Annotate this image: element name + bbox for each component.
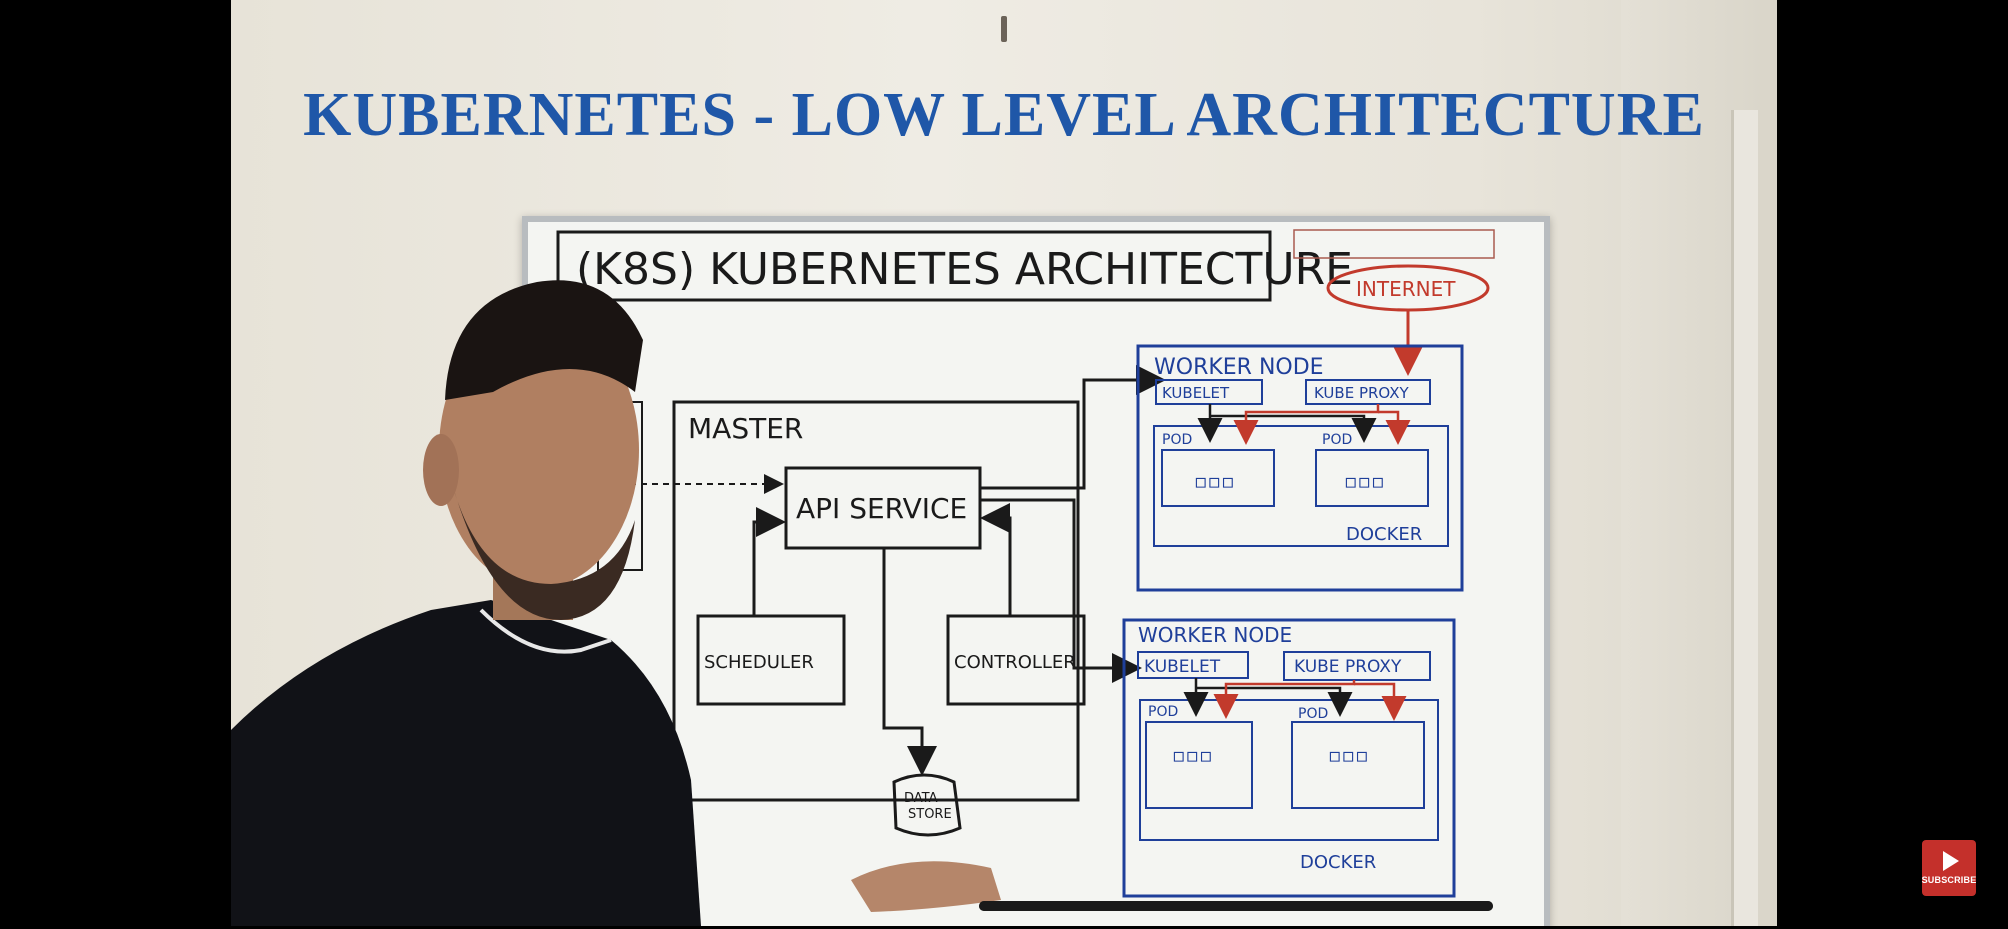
pod-1b-box: [1315, 449, 1429, 507]
pod-2a-box: [1145, 721, 1253, 809]
worker-node-1-label: WORKER NODE: [1154, 355, 1324, 380]
docker-2-box: [1139, 699, 1439, 841]
master-label: MASTER: [688, 412, 803, 445]
title-frame: [556, 230, 1272, 302]
pod-2b-label: POD: [1298, 706, 1328, 722]
docker-1-box: [1153, 425, 1449, 547]
kube-proxy-1-label: KUBE PROXY: [1314, 384, 1410, 402]
svg-text:▫▫▫: ▫▫▫: [1344, 469, 1385, 493]
kube-proxy-2-label: KUBE PROXY: [1294, 657, 1402, 677]
video-frame[interactable]: KUBERNETES - LOW LEVEL ARCHITECTURE (K8S…: [231, 0, 1777, 926]
scheduler-label: SCHEDULER: [704, 652, 814, 673]
kubelet-2-box: [1137, 651, 1249, 679]
kube-proxy-1-box: [1305, 379, 1431, 405]
svg-text:▫▫▫: ▫▫▫: [1328, 743, 1369, 767]
kubelet-2-label: KUBELET: [1144, 657, 1221, 677]
pod-2b-box: [1291, 721, 1425, 809]
kubelet-1-label: KUBELET: [1162, 384, 1230, 402]
docker-1-label: DOCKER: [1346, 524, 1422, 545]
subscribe-button[interactable]: SUBSCRIBE: [1922, 840, 1976, 896]
pod-1a-label: POD: [1162, 432, 1192, 448]
pod-2a-label: POD: [1148, 704, 1178, 720]
worker-node-2-label: WORKER NODE: [1138, 623, 1292, 647]
wall-nail: [1001, 16, 1007, 42]
worker-node-2-box: [1122, 618, 1456, 898]
worker-node-1-box: [1136, 344, 1464, 592]
top-right-note: [1293, 229, 1495, 259]
presenter: [231, 280, 1001, 926]
video-headline: KUBERNETES - LOW LEVEL ARCHITECTURE: [303, 81, 1705, 149]
subscribe-label: SUBSCRIBE: [1921, 875, 1977, 885]
scheduler-box: [696, 614, 846, 706]
internet-label: INTERNET: [1356, 277, 1456, 301]
video-progress-bar[interactable]: [979, 901, 1493, 911]
controller-label: CONTROLLER: [954, 652, 1076, 673]
video-progress-fill: [979, 901, 1493, 911]
pod-1b-label: POD: [1322, 432, 1352, 448]
pod-1a-box: [1161, 449, 1275, 507]
door-frame: [1731, 110, 1758, 926]
play-icon: [1943, 851, 1959, 871]
data-store-label-2: STORE: [908, 807, 952, 822]
docker-2-label: DOCKER: [1300, 852, 1376, 873]
data-store-box: [892, 773, 962, 837]
board-title: (K8S) KUBERNETES ARCHITECTURE: [576, 244, 1353, 295]
whiteboard-diagram: (K8S) KUBERNETES ARCHITECTURE INTERNET M…: [556, 229, 1495, 898]
kube-proxy-2-box: [1283, 651, 1431, 681]
master-box: [672, 400, 1080, 802]
svg-text:▫▫▫: ▫▫▫: [1172, 743, 1213, 767]
svg-text:▫▫▫: ▫▫▫: [1194, 469, 1235, 493]
data-store-label-1: DATA: [904, 791, 938, 806]
api-service-label: API SERVICE: [796, 492, 967, 525]
controller-box: [946, 614, 1086, 706]
